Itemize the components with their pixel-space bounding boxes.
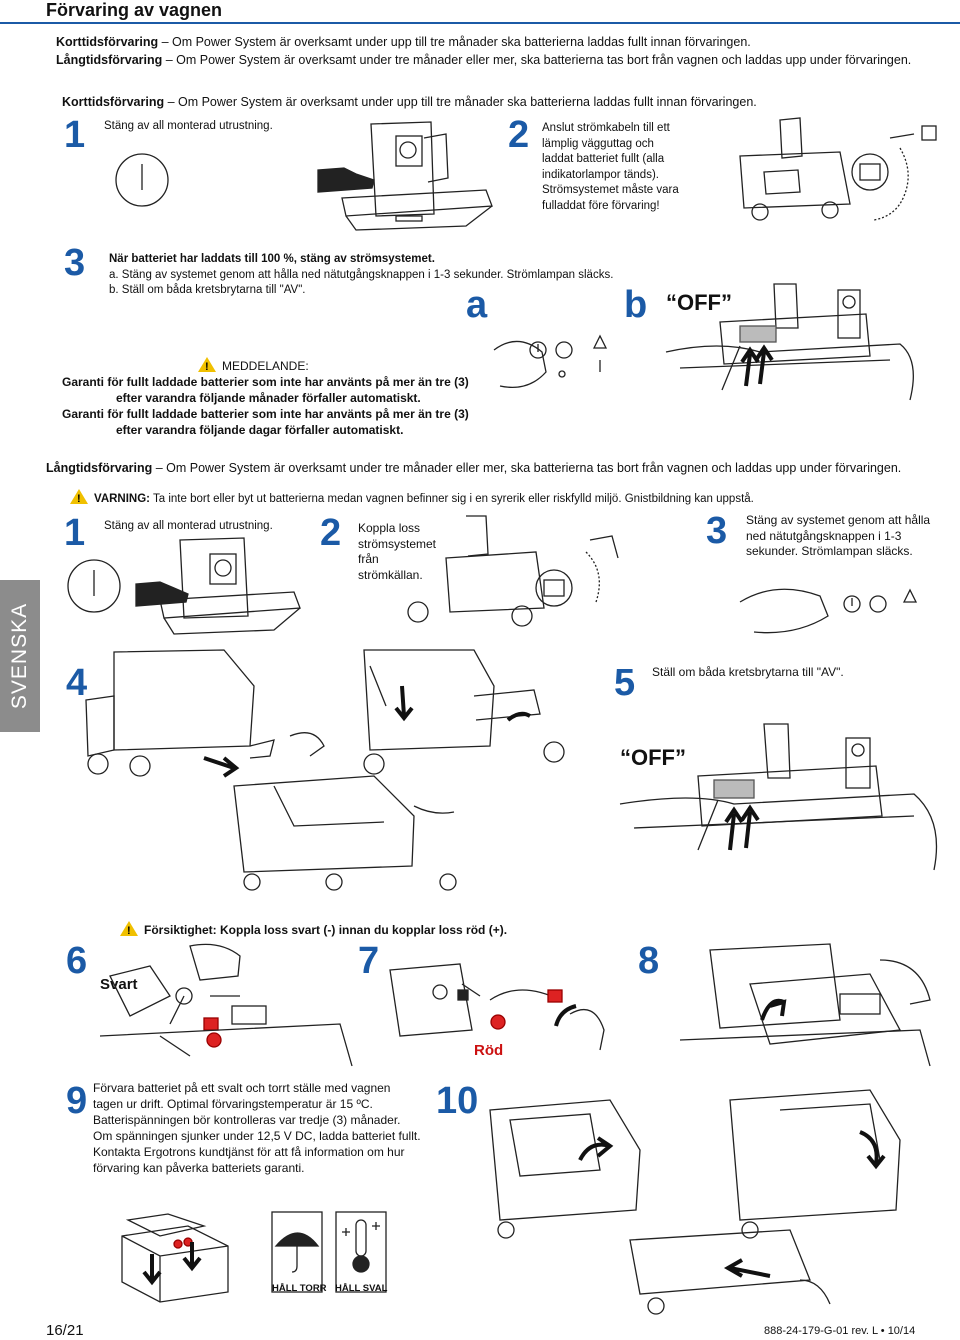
circuit-breaker-illustration (619, 723, 938, 871)
cart-charging-illustration (739, 117, 937, 221)
svart-label: Svart (100, 976, 138, 993)
long-section-heading: Långtidsförvaring – Om Power System är o… (46, 461, 902, 475)
keep-dry-icon (271, 1211, 323, 1293)
page-title: Förvaring av vagnen (46, 0, 223, 20)
long-step-7-number: 7 (358, 940, 380, 982)
keep-dry-label: HÅLL TORR (272, 1283, 327, 1294)
long-warning: VARNING: Ta inte bort eller byt ut batte… (70, 489, 754, 507)
off-label-short: “OFF” (666, 290, 732, 315)
long-step-2-number: 2 (320, 512, 342, 554)
intro-long: Långtidsförvaring – Om Power System är o… (56, 53, 912, 67)
short-step-2-text: Anslut strömkabeln till ett lämplig vägg… (542, 122, 679, 212)
power-button-press-illustration (493, 334, 608, 389)
long-step-3-text: Stäng av systemet genom att hålla ned nä… (746, 513, 931, 558)
battery-box-illustration (121, 1213, 229, 1303)
warning-icon (120, 921, 138, 939)
long-step-1-number: 1 (64, 512, 86, 554)
short-step-1-number: 1 (64, 114, 86, 156)
power-button-icon (67, 559, 121, 613)
off-label-long: “OFF” (620, 745, 686, 770)
long-step-1-text: Stäng av all monterad utrustning. (104, 520, 273, 532)
page-number: 16/21 (46, 1322, 84, 1339)
circuit-breaker-illustration (665, 283, 914, 401)
intro-short: Korttidsförvaring – Om Power System är o… (56, 35, 751, 49)
short-step-3-number: 3 (64, 242, 86, 284)
long-step-4-number: 4 (66, 662, 88, 704)
power-button-icon (115, 153, 169, 207)
letter-a: a (466, 284, 488, 326)
letter-b: b (624, 284, 648, 326)
equipment-illustration-1 (317, 121, 493, 231)
long-step-3-number: 3 (706, 510, 728, 552)
long-step-8-number: 8 (638, 940, 660, 982)
short-step-1-text: Stäng av all monterad utrustning. (104, 120, 273, 132)
warning-icon (70, 489, 88, 507)
short-section-heading: Korttidsförvaring – Om Power System är o… (62, 95, 757, 109)
long-step-10-number: 10 (436, 1080, 479, 1122)
long-step-9-text: Förvara batteriet på ett svalt och torrt… (93, 1081, 421, 1175)
long-step-5-number: 5 (614, 662, 636, 704)
warning-icon (198, 357, 216, 375)
equipment-illustration-2 (135, 537, 301, 635)
language-tab: SVENSKA (0, 580, 40, 732)
remove-battery-illustration (679, 943, 931, 1067)
long-step-6-number: 6 (66, 940, 88, 982)
document-number: 888-24-179-G-01 rev. L • 10/14 (764, 1325, 916, 1337)
short-step-3-text: När batteriet har laddats till 100 %, st… (109, 253, 614, 296)
caution-note: Försiktighet: Koppla loss svart (-) inna… (120, 921, 507, 939)
long-step-2-text: Koppla loss strömsystemet från strömkäll… (358, 521, 437, 582)
keep-cool-icon (335, 1211, 387, 1293)
unplug-cart-illustration (407, 515, 619, 627)
disconnect-red-cable-illustration (389, 963, 605, 1051)
reinstall-cover-illustration (489, 1089, 901, 1315)
title-bar (0, 0, 960, 24)
rod-label: Röd (474, 1042, 504, 1059)
short-step-2-number: 2 (508, 114, 530, 156)
notice-block: MEDDELANDE: Garanti för fullt laddade ba… (62, 357, 469, 438)
long-step-9-number: 9 (66, 1080, 88, 1122)
remove-cover-illustration (85, 649, 565, 891)
disconnect-black-cable-illustration (99, 943, 353, 1067)
long-step-5-text: Ställ om båda kretsbrytarna till "AV". (652, 665, 844, 679)
power-button-press-illustration (739, 588, 918, 634)
keep-cool-label: HÅLL SVAL (335, 1283, 388, 1294)
